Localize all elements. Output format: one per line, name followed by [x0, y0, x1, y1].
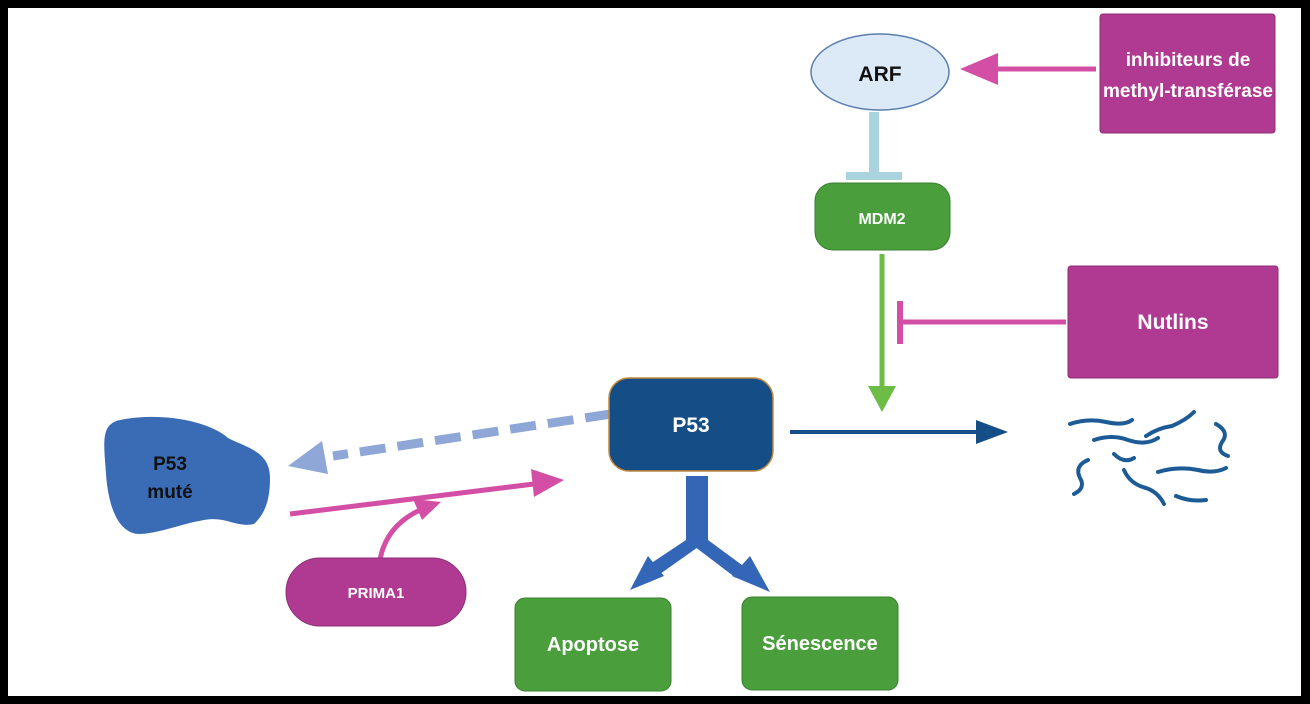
mutant-to-p53-arrow	[289, 469, 564, 517]
pathway-diagram: ARF inhibiteurs de methyl-transférase MD…	[104, 13, 1279, 692]
p53-outcome-fork	[630, 476, 770, 592]
prima1-label: PRIMA1	[348, 585, 405, 602]
methyl-inhibitors-label-line1: inhibiteurs de	[1126, 50, 1251, 71]
p53-mutant-node: P53 muté	[104, 416, 270, 534]
mdm2-node: MDM2	[814, 182, 951, 251]
senescence-node: Sénescence	[741, 596, 899, 691]
methyl-inhibitors-label-line2: methyl-transférase	[1103, 81, 1273, 102]
p53-to-degradation-arrow	[790, 420, 1008, 444]
methyl-inhibitor-to-arf-arrow	[960, 53, 1096, 85]
mdm2-label: MDM2	[858, 211, 905, 228]
degraded-fragments-icon	[1068, 410, 1230, 506]
arrowhead-to-apoptose	[630, 556, 664, 590]
arrowhead-to-senescence	[732, 556, 770, 592]
prima1-node: PRIMA1	[285, 557, 467, 627]
diagram-canvas: ARF inhibiteurs de methyl-transférase MD…	[8, 8, 1301, 696]
arf-node: ARF	[810, 33, 950, 111]
senescence-label: Sénescence	[762, 633, 878, 655]
p53-label: P53	[672, 414, 709, 437]
mdm2-to-p53-arrow	[868, 254, 896, 412]
p53-node: P53	[608, 377, 774, 472]
nutlins-inhibits-line	[897, 301, 1066, 344]
apoptose-node: Apoptose	[514, 597, 672, 692]
arf-inhibits-mdm2-line	[846, 112, 902, 180]
p53-mutant-label-line2: muté	[147, 482, 192, 503]
nutlins-node: Nutlins	[1067, 265, 1279, 379]
methyl-transferase-inhibitors-node: inhibiteurs de methyl-transférase	[1099, 13, 1276, 134]
nutlins-label: Nutlins	[1137, 311, 1208, 334]
prima1-curved-arrow	[377, 499, 441, 561]
arf-label: ARF	[858, 63, 901, 86]
p53-to-mutant-dashed-arrow	[288, 409, 612, 474]
apoptose-label: Apoptose	[547, 634, 639, 656]
p53-mutant-label-line1: P53	[153, 454, 187, 475]
